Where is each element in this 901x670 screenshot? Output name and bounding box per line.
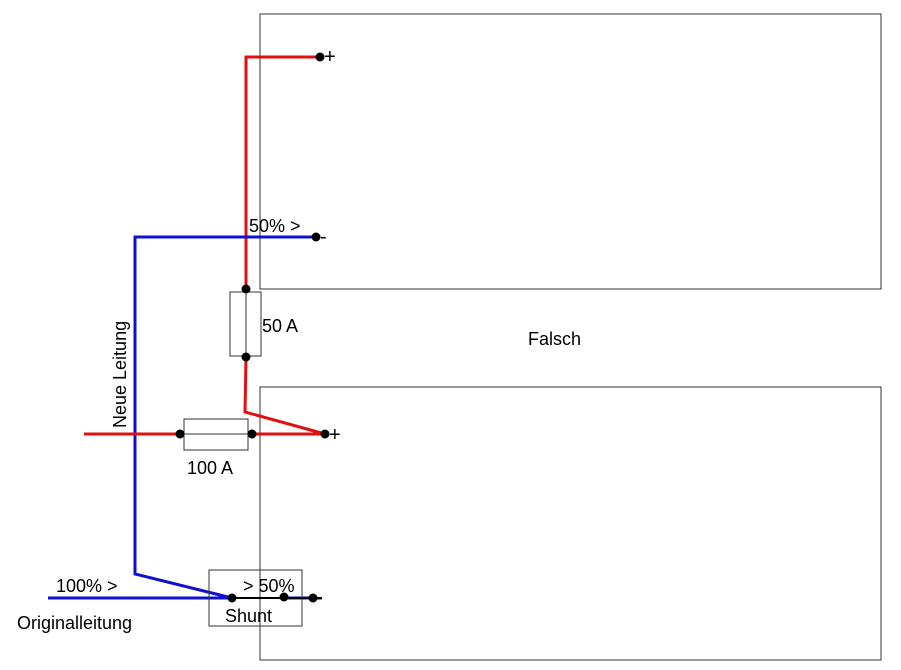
fuse-50a xyxy=(229,291,262,357)
fifty-percent-shunt-label: > 50% xyxy=(243,576,295,596)
new-negative-wire xyxy=(133,235,316,600)
positive-wire-top xyxy=(244,55,320,290)
hundred-percent-label: 100% > xyxy=(56,576,118,596)
shunt-box xyxy=(208,569,303,627)
plus-top-label: + xyxy=(324,46,336,68)
battery-top xyxy=(259,13,882,290)
fifty-percent-top-label: 50% > xyxy=(249,216,301,236)
fuse-100a xyxy=(183,418,249,451)
new-line-label: Neue Leitung xyxy=(110,321,130,428)
minus-top-label: - xyxy=(320,226,327,248)
fuse-50-label: 50 A xyxy=(262,316,298,336)
wrong-label: Falsch xyxy=(528,329,581,349)
minus-bottom-label: - xyxy=(316,587,323,609)
terminal-dots xyxy=(175,52,330,603)
original-line-label: Originalleitung xyxy=(17,613,132,633)
battery-bottom xyxy=(259,386,882,661)
positive-wire-middle xyxy=(243,357,326,436)
shunt-label: Shunt xyxy=(225,606,272,626)
fuse-100-label: 100 A xyxy=(187,458,233,478)
plus-bottom-label: + xyxy=(329,424,341,446)
